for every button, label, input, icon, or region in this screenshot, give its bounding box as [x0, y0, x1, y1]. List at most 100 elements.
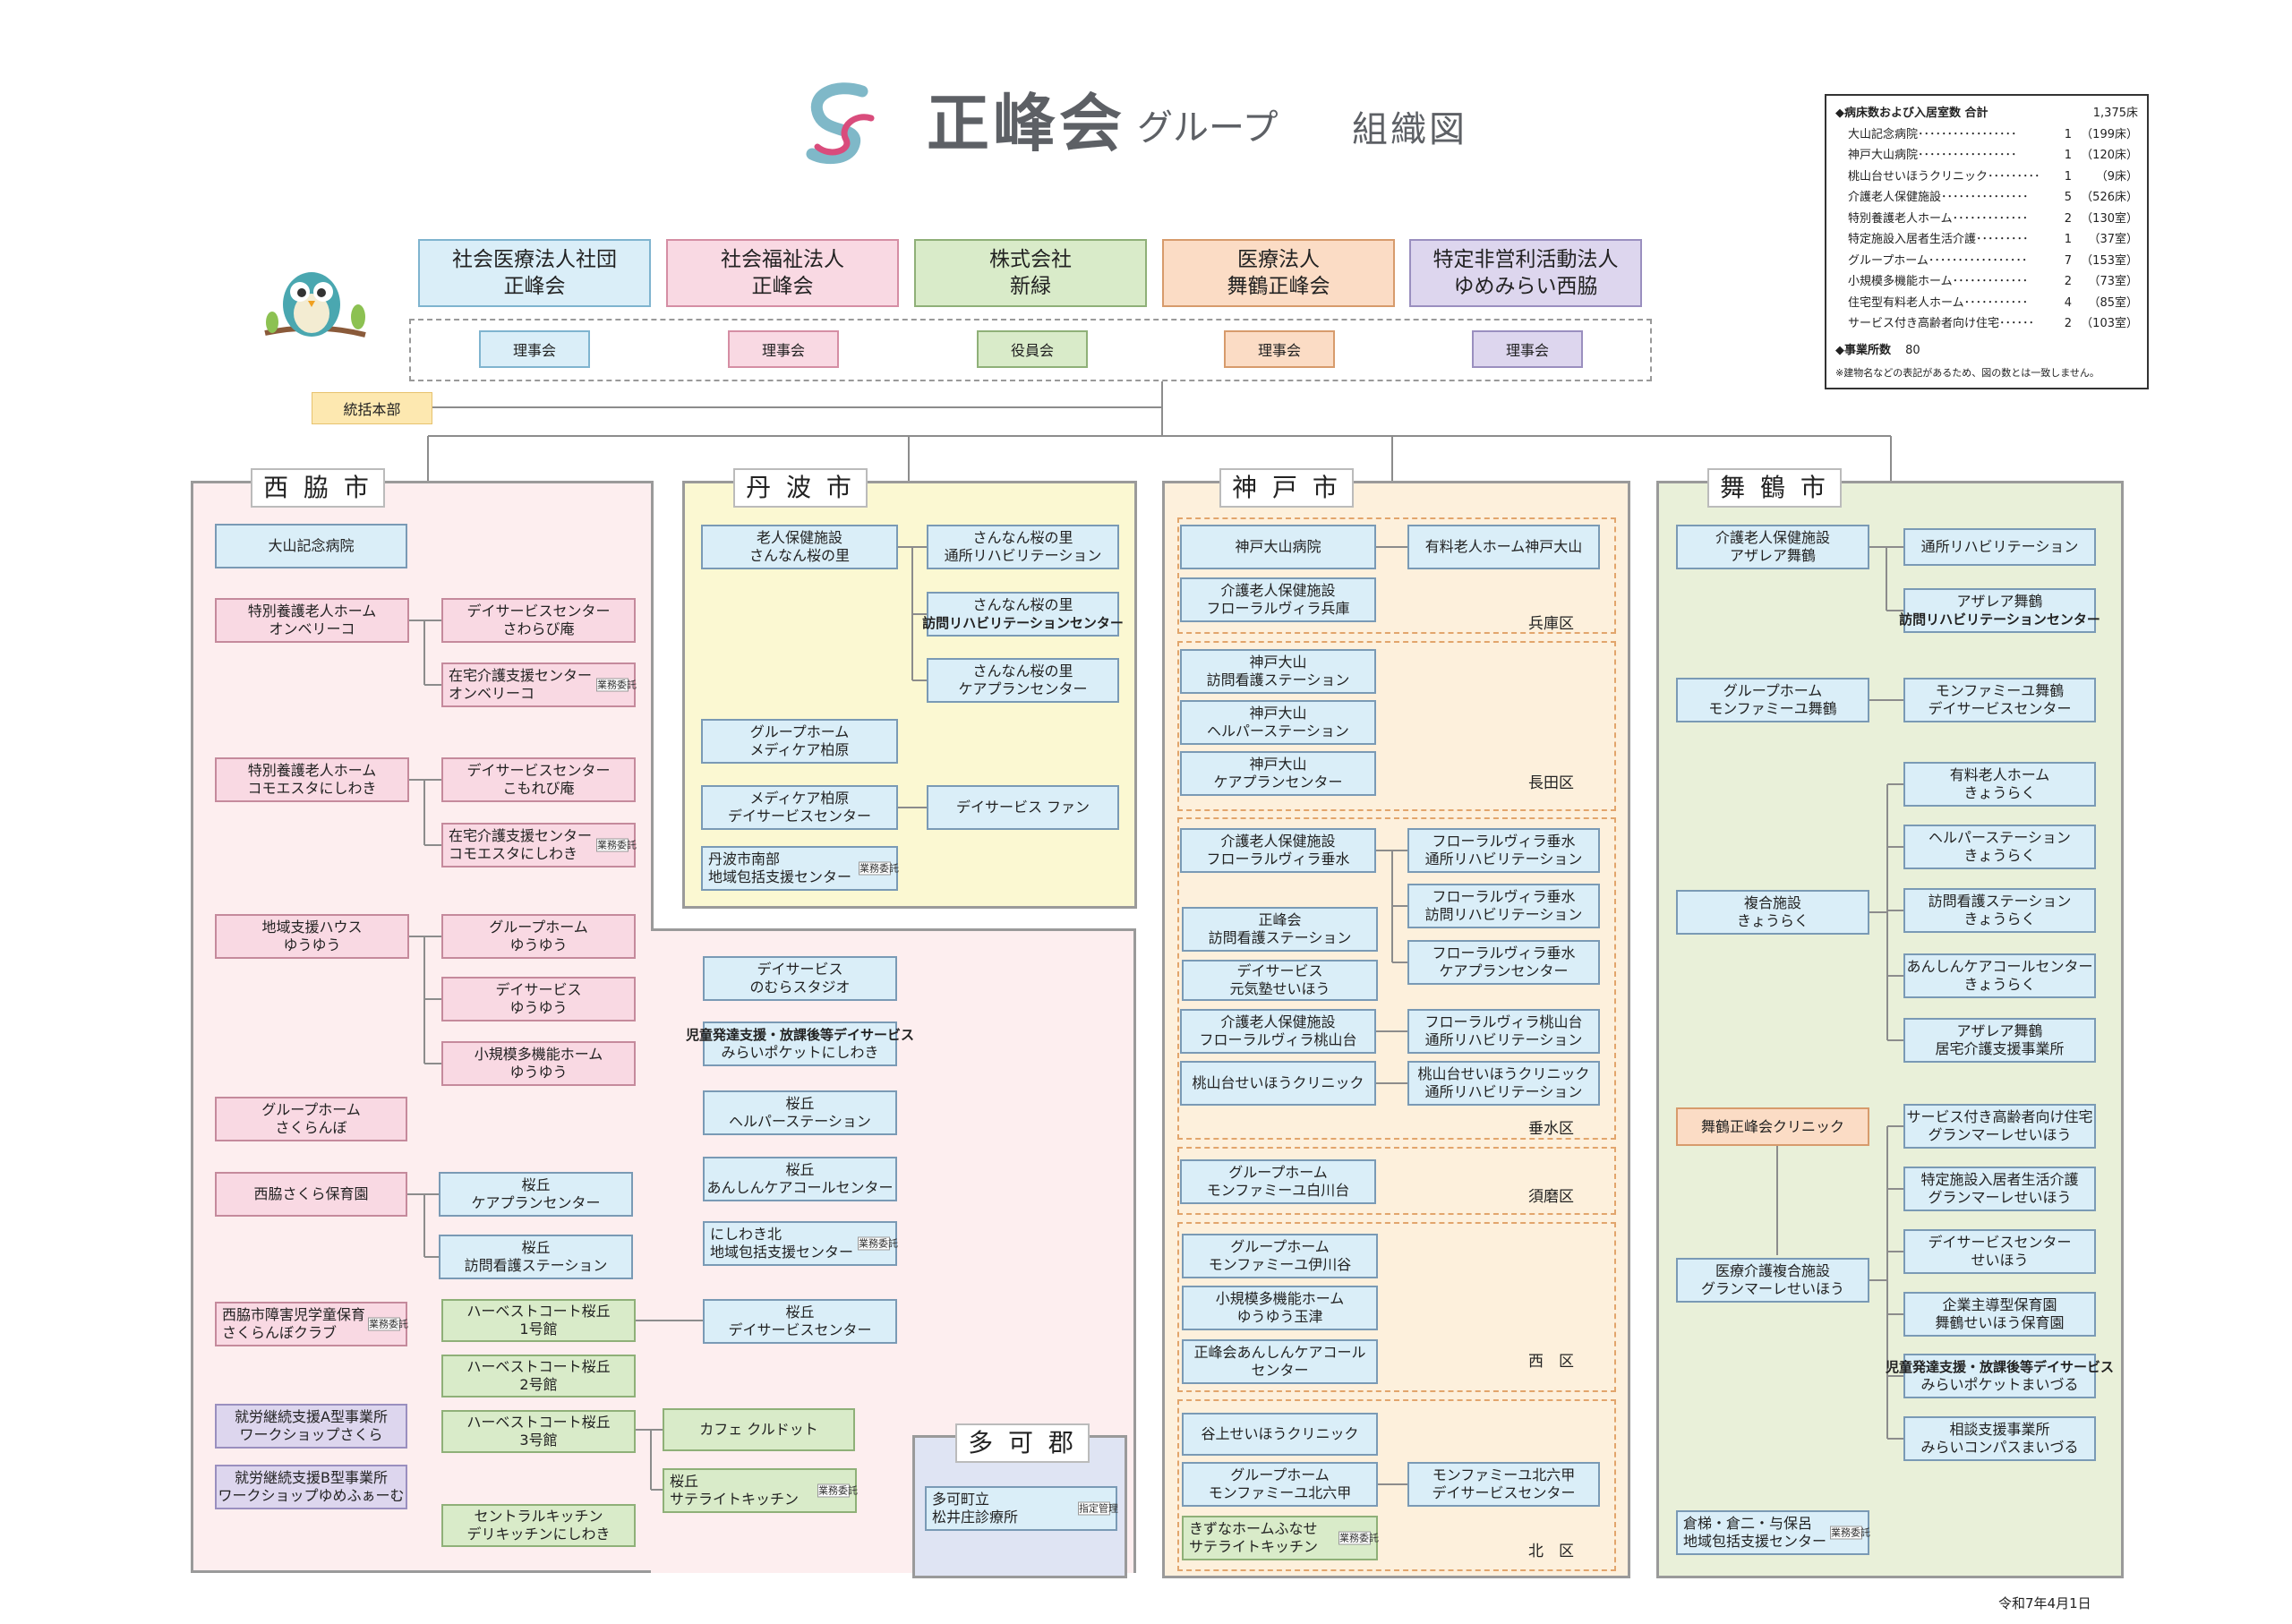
- region-label-maizuru: 舞 鶴 市: [1707, 468, 1842, 508]
- org-box-line: みらいポケットにしわき: [721, 1044, 879, 1061]
- org-box-m4: グループホームモンファミーユ舞鶴: [1676, 678, 1869, 722]
- org-box-line: 西脇市障害児学童保育: [222, 1306, 366, 1323]
- org-box-m14: 特定施設入居者生活介護グランマーレせいほう: [1903, 1167, 2096, 1211]
- org-box-line: グループホーム: [1228, 1164, 1328, 1181]
- org-box-line: モンファミーユ白川台: [1206, 1182, 1350, 1199]
- org-box-line: セントラルキッチン: [474, 1508, 603, 1525]
- org-box-m8: ヘルパーステーションきょうらく: [1903, 825, 2096, 869]
- org-box-line: 桜丘: [521, 1176, 551, 1193]
- legend-row-cnt: 2: [2064, 317, 2072, 330]
- legend-row-cnt: 1: [2064, 149, 2072, 162]
- legend-row: サービス付き高齢者向け住宅･･････ 2 （103室）: [1835, 313, 2138, 335]
- org-box-line: ゆうゆう: [283, 936, 341, 953]
- org-box-k22: グループホームモンファミーユ北六甲: [1182, 1462, 1378, 1507]
- service-tag: 指定管理: [1078, 1501, 1118, 1516]
- org-box-line: さんなん桜の里: [972, 596, 1073, 613]
- service-tag: 業務委託: [859, 861, 899, 876]
- org-box-line: 通所リハビリテーション: [944, 547, 1102, 564]
- org-box-m7: 有料老人ホームきょうらく: [1903, 762, 2096, 807]
- org-box-line: センター: [1251, 1362, 1309, 1379]
- corp-name-l1: 株式会社: [989, 248, 1072, 271]
- org-box-line: 医療介護複合施設: [1715, 1262, 1830, 1279]
- board-box-1: 理事会: [479, 330, 590, 368]
- org-box-line: 有料老人ホーム: [1949, 766, 2050, 783]
- org-box-n13: 西脇さくら保育園: [215, 1172, 407, 1217]
- org-box-line: フローラルヴィラ桃山台: [1424, 1013, 1583, 1030]
- org-box-line: モンファミーユ北六甲: [1432, 1466, 1576, 1483]
- corp-name-l1: 医療法人: [1237, 248, 1320, 271]
- org-box-line: 大山記念病院: [268, 537, 355, 554]
- org-box-k9: フローラルヴィラ垂水訪問リハビリテーション: [1407, 884, 1600, 928]
- service-tag: 業務委託: [817, 1483, 858, 1498]
- brand-group: グループ: [1137, 107, 1279, 149]
- org-box-n28: 桜丘ヘルパーステーション: [703, 1090, 897, 1135]
- legend-row-cnt: 1: [2064, 233, 2072, 246]
- legend-row-lbl: サービス付き高齢者向け住宅･･････: [1848, 317, 2035, 330]
- org-box-line: 在宅介護支援センター: [449, 827, 593, 844]
- org-box-m15: 医療介護複合施設グランマーレせいほう: [1676, 1258, 1869, 1303]
- legend-row-unit: （153室）: [2081, 253, 2138, 268]
- org-box-line: デイサービスセンター: [1432, 1484, 1576, 1501]
- org-box-line: 正峰会: [1258, 911, 1302, 928]
- org-box-n15: 桜丘訪問看護ステーション: [439, 1235, 633, 1279]
- corp-box-1: 社会医療法人社団正峰会: [418, 239, 651, 307]
- legend-row-lbl: 介護老人保健施設･･･････････････: [1848, 191, 2029, 204]
- org-box-line: 松井庄診療所: [932, 1509, 1019, 1526]
- org-box-line: 神戸大山: [1249, 654, 1307, 671]
- org-box-line: 地域包括支援センター: [1683, 1533, 1827, 1550]
- service-tag: 業務委託: [858, 1236, 898, 1251]
- org-box-m12: 舞鶴正峰会クリニック: [1676, 1107, 1869, 1146]
- org-box-n5: 特別養護老人ホームコモエスタにしわき: [215, 757, 409, 802]
- org-box-line: デイサービス: [757, 961, 843, 978]
- district-label-nagata: 長田区: [1528, 774, 1574, 792]
- org-box-line: きずなホームふなせ: [1189, 1520, 1318, 1537]
- org-box-line: 丹波市南部: [708, 850, 781, 868]
- legend-row-lbl: 小規模多機能ホーム･････････････: [1848, 275, 2029, 288]
- org-box-line: 特別養護老人ホーム: [247, 603, 377, 620]
- org-box-k1: 神戸大山病院: [1180, 525, 1376, 569]
- org-box-t8: 丹波市南部地域包括支援センター業務委託: [701, 846, 899, 891]
- board-box-5: 理事会: [1472, 330, 1583, 368]
- org-box-line: アザレア舞鶴: [1956, 1022, 2043, 1039]
- org-box-line: あんしんケアコールセンター: [706, 1179, 894, 1196]
- org-box-line: コモエスタにしわき: [449, 845, 578, 862]
- org-box-line: カフェ クルドット: [699, 1421, 818, 1438]
- org-box-line: グランマーレせいほう: [1928, 1189, 2072, 1206]
- org-box-line: ハーベストコート桜丘: [466, 1303, 611, 1320]
- org-box-line: ケアプランセンター: [471, 1194, 601, 1211]
- org-box-line: 小規模多機能ホーム: [474, 1046, 603, 1063]
- legend-row-lbl: 特別養護老人ホーム･････････････: [1848, 211, 2029, 226]
- service-tag: 業務委託: [596, 678, 637, 692]
- org-box-k5: 神戸大山ヘルパーステーション: [1180, 700, 1376, 745]
- org-box-line: さんなん桜の里: [748, 547, 850, 564]
- org-box-line: サービス付き高齢者向け住宅: [1906, 1108, 2093, 1125]
- org-box-line: オンベリーコ: [269, 620, 355, 637]
- org-box-n1: 大山記念病院: [215, 524, 407, 568]
- legend-row-unit: （526床）: [2081, 191, 2138, 204]
- org-box-t6: メディケア柏原デイサービスセンター: [701, 785, 898, 830]
- region-label-nishiwaki: 西 脇 市: [251, 468, 385, 508]
- region-label-taka: 多 可 郡: [955, 1423, 1090, 1463]
- district-label-kita: 北 区: [1528, 1543, 1574, 1560]
- org-box-line: 介護老人保健施設: [1220, 833, 1336, 850]
- org-box-line: 通所リハビリテーション: [1424, 1083, 1583, 1100]
- legend-row: 特別養護老人ホーム･････････････2（130室）: [1835, 209, 2138, 230]
- org-box-k17: グループホームモンファミーユ白川台: [1180, 1159, 1376, 1204]
- org-box-line: 地域支援ハウス: [261, 919, 363, 936]
- board-group-frame: [409, 319, 1652, 381]
- org-box-line: 通所リハビリテーション: [1424, 850, 1583, 868]
- org-box-line: サテライトキッチン: [670, 1491, 800, 1508]
- org-box-k23: モンファミーユ北六甲デイサービスセンター: [1407, 1462, 1600, 1507]
- legend-row-unit: （103室）: [2081, 317, 2138, 330]
- org-box-line: 桜丘: [521, 1239, 551, 1256]
- legend-row-unit: （85室）: [2088, 295, 2138, 310]
- org-box-line: さんなん桜の里: [972, 529, 1073, 546]
- org-box-line: 訪問看護ステーション: [1206, 671, 1350, 688]
- org-box-line: 3号館: [519, 1432, 558, 1449]
- org-box-line: 桃山台せいほうクリニック: [1192, 1074, 1364, 1091]
- district-kita: [1177, 1399, 1616, 1571]
- org-box-m16: デイサービスセンターせいほう: [1903, 1229, 2096, 1274]
- org-box-n21: カフェ クルドット: [663, 1408, 855, 1451]
- org-box-line: モンファミーユ伊川谷: [1208, 1256, 1352, 1273]
